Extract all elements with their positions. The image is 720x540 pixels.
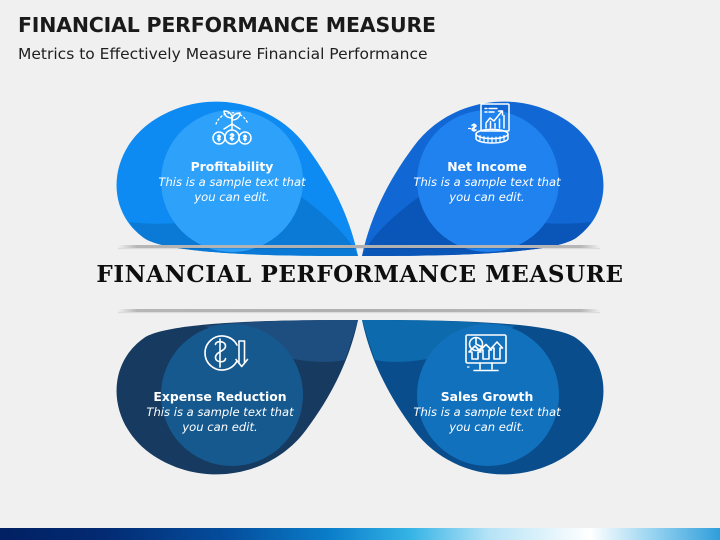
petal-bottom-right[interactable] xyxy=(362,320,604,475)
footer-gradient-bar xyxy=(0,528,720,540)
slide-header: FINANCIAL PERFORMANCE MEASURE Metrics to… xyxy=(18,13,678,63)
page-title: FINANCIAL PERFORMANCE MEASURE xyxy=(18,13,436,37)
petal-top-left[interactable] xyxy=(116,101,358,256)
page-subtitle: Metrics to Effectively Measure Financial… xyxy=(18,44,428,63)
divider-top xyxy=(118,245,600,248)
petal-bottom-left[interactable] xyxy=(116,320,358,475)
divider-bottom xyxy=(118,309,600,312)
petal-top-right[interactable] xyxy=(362,101,604,256)
center-banner: FINANCIAL PERFORMANCE MEASURE xyxy=(0,243,720,321)
petal-shapes xyxy=(116,101,604,475)
center-title: FINANCIAL PERFORMANCE MEASURE xyxy=(96,261,624,288)
petal-diagram: Profitability This is a sample text that… xyxy=(0,78,720,498)
